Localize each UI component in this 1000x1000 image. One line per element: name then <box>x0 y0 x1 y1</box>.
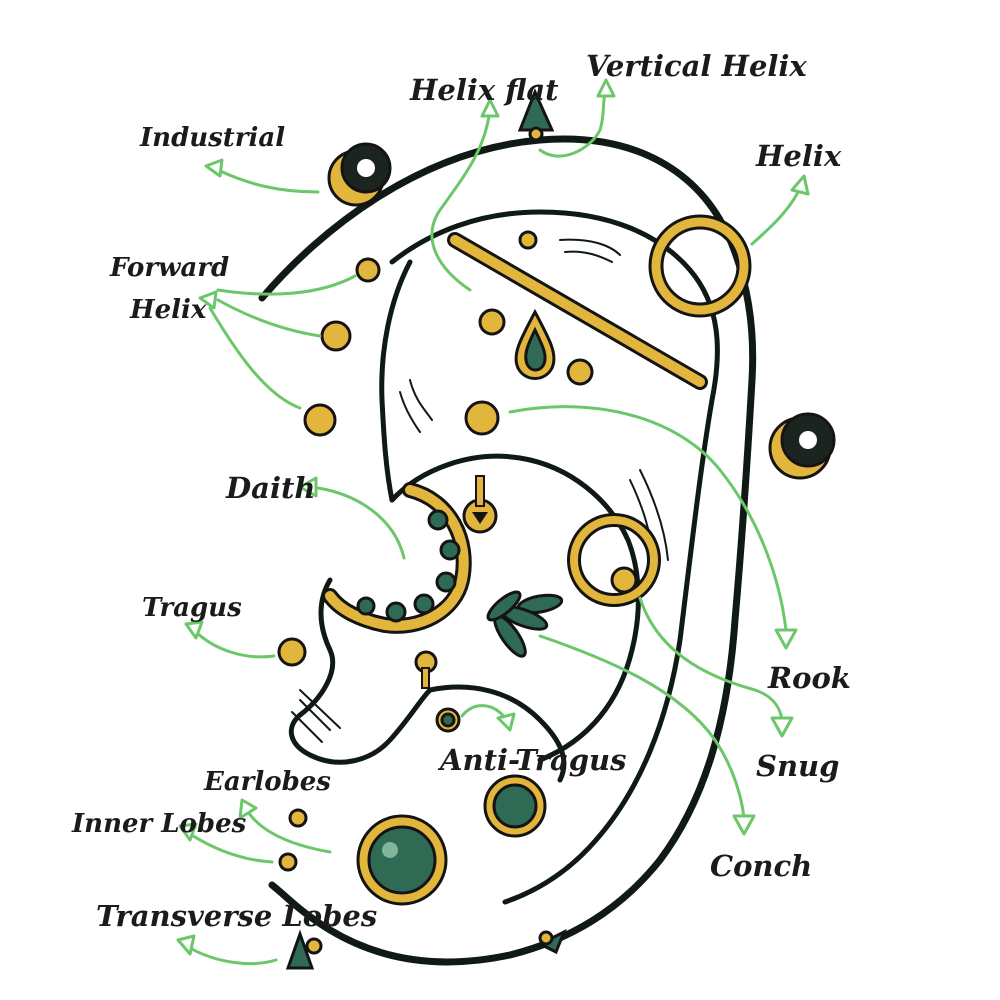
snug-hoop <box>570 516 658 604</box>
arrow-forward-helix-3 <box>208 306 302 410</box>
transverse-base-right <box>538 930 554 946</box>
label-industrial: Industrial <box>139 123 285 153</box>
daith-gem-4 <box>413 593 435 615</box>
arrowhead-snug <box>770 716 794 738</box>
label-helix-flat: Helix flat <box>409 73 559 107</box>
ear-antitragus-shape <box>427 684 567 783</box>
arrowhead-conch <box>732 814 756 836</box>
arrowhead-helix-flat <box>480 98 500 118</box>
industrial-end-left-hole <box>357 159 375 177</box>
arrow-industrial <box>216 168 320 194</box>
heart-stud-mark <box>472 512 488 524</box>
daith-gem-2 <box>439 539 461 561</box>
ear-tragus-shape <box>288 577 433 765</box>
pointer-arrows <box>176 78 810 966</box>
inner-lobe-stud <box>278 852 298 872</box>
ear-concha-edge <box>389 453 641 763</box>
arrow-forward-helix-2 <box>216 298 322 338</box>
daith-gem-5 <box>385 601 407 623</box>
arrowhead-helix <box>790 174 810 196</box>
helix-flat-base <box>528 126 544 142</box>
daith-ring <box>325 485 469 631</box>
industrial-bar <box>450 235 705 387</box>
arrowhead-transverse-lobes <box>176 934 196 956</box>
rook-stud <box>464 400 500 436</box>
jewelry <box>277 88 836 970</box>
arrowhead-inner-lobes <box>178 822 198 842</box>
conch-upper-stud-2 <box>566 358 594 386</box>
ear-antihelix <box>379 259 413 503</box>
arrow-anti-tragus <box>460 704 507 720</box>
arrow-daith <box>316 486 406 560</box>
anti-tragus-gem <box>440 712 456 728</box>
label-forward-helix-line2: Helix <box>129 295 207 325</box>
ear-top-shading <box>559 238 621 263</box>
arrowhead-earlobes <box>238 798 258 820</box>
arrow-rook <box>508 405 788 632</box>
daith-gem-1 <box>427 509 449 531</box>
conch-upper-stud-1 <box>478 308 506 336</box>
forward-helix-stud-2 <box>320 320 352 352</box>
daith-gem-6 <box>356 596 376 616</box>
arrowhead-vertical-helix <box>596 78 616 98</box>
leaf-cluster <box>486 590 564 658</box>
label-earlobes: Earlobes <box>203 767 331 797</box>
arrow-transverse-lobes <box>188 946 278 966</box>
arrow-forward-helix-1 <box>216 274 357 296</box>
label-daith: Daith <box>225 471 315 505</box>
arrowhead-industrial <box>204 158 224 178</box>
arrow-vertical-helix <box>538 88 608 158</box>
helix-hoop <box>651 217 749 315</box>
transverse-base-left <box>305 937 323 955</box>
arrow-tragus <box>194 630 276 659</box>
ear-fold-shading <box>399 379 433 433</box>
label-vertical-helix: Vertical Helix <box>586 49 807 83</box>
label-snug: Snug <box>756 749 839 783</box>
tragus-stud <box>277 637 307 667</box>
label-helix: Helix <box>755 139 842 173</box>
arrow-earlobes <box>246 810 332 854</box>
arrow-helix <box>750 186 802 246</box>
forward-helix-stud-3 <box>303 403 337 437</box>
ear-helix-fold <box>389 209 720 905</box>
arrowhead-daith <box>298 476 318 498</box>
leaf-4 <box>486 590 522 622</box>
lobe-gem-large-highlight <box>382 842 398 858</box>
label-anti-tragus: Anti-Tragus <box>437 743 626 777</box>
arrow-helix-flat <box>430 108 492 292</box>
teardrop-gem <box>524 326 547 372</box>
ear-outer-rim <box>258 135 757 966</box>
earlobe-stud <box>288 808 308 828</box>
ear-drawing <box>258 135 757 966</box>
industrial-end-right-hole <box>799 431 817 449</box>
arrow-snug <box>638 596 784 722</box>
daith-gem-3 <box>435 571 457 593</box>
labels: Helix flat Vertical Helix Industrial Hel… <box>71 49 851 933</box>
label-transverse-lobes: Transverse Lobes <box>96 899 377 933</box>
arrowhead-rook <box>774 628 798 650</box>
arrow-inner-lobes <box>188 832 274 864</box>
label-forward-helix-line1: Forward <box>109 253 229 283</box>
arrowhead-tragus <box>184 620 204 640</box>
heart-stud-bar <box>475 475 485 507</box>
label-inner-lobes: Inner Lobes <box>71 809 247 839</box>
forward-helix-stud-1 <box>355 257 381 283</box>
arrowhead-anti-tragus <box>496 712 516 732</box>
antitragus-upper-bar <box>421 667 430 689</box>
label-conch: Conch <box>710 849 812 883</box>
label-tragus: Tragus <box>142 593 242 623</box>
snug-hoop-charm <box>610 566 638 594</box>
arrow-conch <box>538 634 746 820</box>
vertical-helix-stud <box>518 230 538 250</box>
label-rook: Rook <box>767 661 851 695</box>
lobe-gem-large <box>367 825 437 895</box>
lobe-gem-small <box>492 783 538 829</box>
ear-tragus-shading <box>291 689 341 743</box>
transverse-spike-left <box>285 929 315 970</box>
arrowhead-forward-helix <box>198 290 218 310</box>
